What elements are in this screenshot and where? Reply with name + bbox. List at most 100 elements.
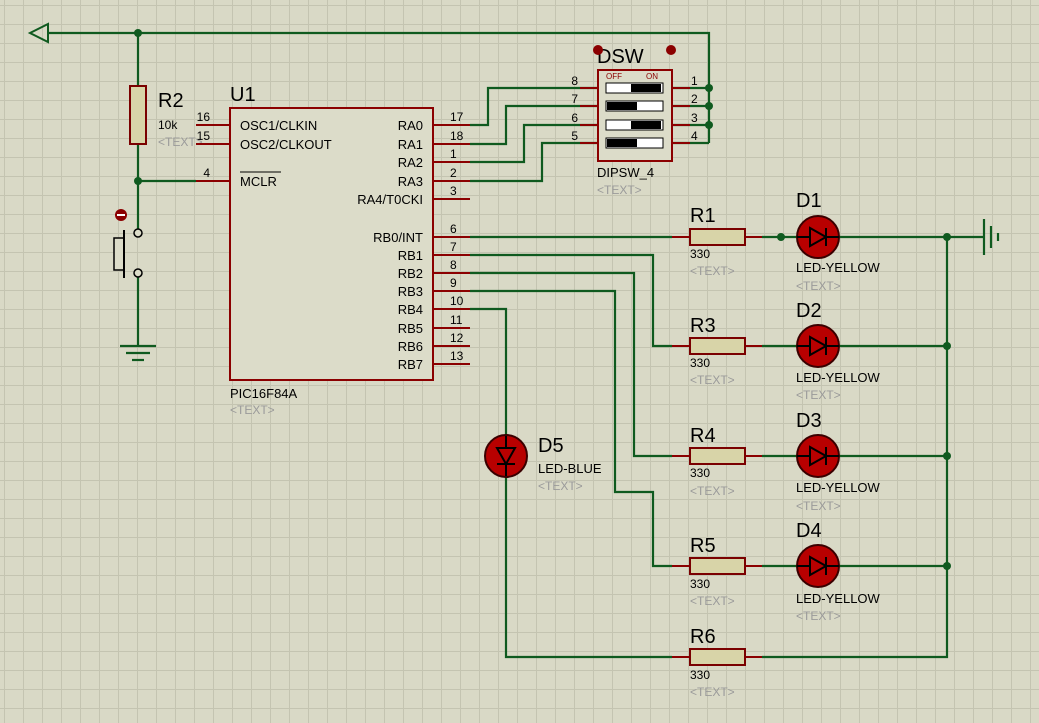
junction-dot — [943, 342, 951, 350]
dsw-switches — [605, 82, 664, 149]
u1-pin-label: RA3 — [398, 174, 423, 189]
resistor-r5[interactable]: R5 330 <TEXT> — [672, 535, 762, 608]
resistor-r6[interactable]: R6 330 <TEXT> — [672, 626, 762, 699]
u1-pin-number: 6 — [450, 222, 457, 236]
r2-value: 10k — [158, 118, 178, 132]
u1-pin-label: RB7 — [398, 357, 423, 372]
r3-value: 330 — [690, 356, 710, 370]
r5-ref: R5 — [690, 535, 716, 557]
u1-pin-label: RB0/INT — [373, 230, 423, 245]
r5-value: 330 — [690, 577, 710, 591]
u1-pin-label: RB6 — [398, 339, 423, 354]
u1-pin-number: 11 — [450, 313, 463, 327]
d5-ref: D5 — [538, 435, 564, 457]
r3-text-placeholder: <TEXT> — [690, 373, 735, 387]
d5-r6-wire — [504, 475, 672, 659]
r4-text-placeholder: <TEXT> — [690, 484, 735, 498]
resistor-r1[interactable]: R1 330 <TEXT> — [672, 205, 762, 278]
d3-text-placeholder: <TEXT> — [796, 499, 841, 513]
rb4-wire — [470, 307, 508, 437]
u1-pin-number: 10 — [450, 294, 464, 308]
u1-pin-label: RB5 — [398, 321, 423, 336]
u1-pin-label: OSC2/CLKOUT — [240, 137, 332, 152]
rb1-wire — [470, 253, 672, 348]
ground-symbol-right-icon — [982, 219, 1000, 255]
junction-dot — [943, 452, 951, 460]
dsw-lever[interactable] — [631, 84, 661, 92]
d2-part: LED-YELLOW — [796, 370, 881, 385]
d4-part: LED-YELLOW — [796, 591, 881, 606]
u1-pin-label: RB3 — [398, 284, 423, 299]
power-terminal-icon — [27, 22, 49, 44]
junction-dot — [134, 177, 142, 185]
dsw-text-placeholder: <TEXT> — [597, 183, 642, 197]
u1-pin-label: RB4 — [398, 302, 423, 317]
resistor-r4[interactable]: R4 330 <TEXT> — [672, 425, 762, 498]
r2-text-placeholder: <TEXT> — [158, 135, 203, 149]
r2-ref: R2 — [158, 90, 184, 112]
led-d1[interactable]: D1 LED-YELLOW <TEXT> — [796, 190, 881, 293]
dsw-lever[interactable] — [631, 121, 661, 129]
d1-part: LED-YELLOW — [796, 260, 881, 275]
dsw-pin-number: 6 — [571, 111, 578, 125]
resistor-r3[interactable]: R3 330 <TEXT> — [672, 315, 762, 387]
wires — [27, 22, 984, 659]
dsw-pin-number: 8 — [571, 74, 578, 88]
d1-text-placeholder: <TEXT> — [796, 279, 841, 293]
junction-dot — [705, 102, 713, 110]
u1-pin-number: 15 — [197, 129, 211, 143]
u1-pin-number: 2 — [450, 166, 457, 180]
junction-dot — [134, 29, 142, 37]
dsw-lever[interactable] — [607, 139, 637, 147]
dsw-marker-icon — [666, 45, 676, 55]
d4-text-placeholder: <TEXT> — [796, 609, 841, 623]
junction-dot — [943, 562, 951, 570]
ic-u1[interactable]: U1 PIC16F84A <TEXT> 16OSC1/CLKIN15OSC2/C… — [196, 84, 470, 417]
dsw-off-label: OFF — [606, 72, 622, 81]
u1-pin-label: MCLR — [240, 174, 277, 189]
u1-pin-label: RA1 — [398, 137, 423, 152]
r1-ref: R1 — [690, 205, 716, 227]
dsw-marker-icon — [593, 45, 603, 55]
r4-ref: R4 — [690, 425, 716, 447]
u1-pin-number: 1 — [450, 147, 457, 161]
r5-text-placeholder: <TEXT> — [690, 594, 735, 608]
u1-pin-label: RA4/T0CKI — [357, 192, 423, 207]
u1-pin-number: 12 — [450, 331, 464, 345]
r1-text-placeholder: <TEXT> — [690, 264, 735, 278]
dsw-part: DIPSW_4 — [597, 165, 654, 180]
d3-ref: D3 — [796, 410, 822, 432]
junction-dot — [705, 121, 713, 129]
u1-pin-number: 16 — [197, 110, 211, 124]
r6-value: 330 — [690, 668, 710, 682]
u1-pin-label: OSC1/CLKIN — [240, 118, 317, 133]
dsw-on-label: ON — [646, 72, 658, 81]
d2-text-placeholder: <TEXT> — [796, 388, 841, 402]
r1-value: 330 — [690, 247, 710, 261]
u1-right-pins: 17RA018RA11RA22RA33RA4/T0CKI6RB0/INT7RB1… — [357, 110, 470, 372]
u1-pin-number: 13 — [450, 349, 464, 363]
u1-pin-number: 9 — [450, 276, 457, 290]
resistor-r2[interactable]: R2 10k <TEXT> — [129, 85, 203, 149]
ra2-wire — [470, 123, 598, 164]
led-d4[interactable]: D4 LED-YELLOW <TEXT> — [796, 520, 881, 623]
ra3-wire — [470, 141, 598, 183]
d4-ref: D4 — [796, 520, 822, 542]
dsw-ref: DSW — [597, 46, 644, 68]
junction-dots — [134, 29, 951, 570]
led-d3[interactable]: D3 LED-YELLOW <TEXT> — [796, 410, 881, 513]
d5-part: LED-BLUE — [538, 461, 602, 476]
dsw-pin-number: 7 — [571, 92, 578, 106]
dsw-pin-number: 2 — [691, 92, 698, 106]
dsw-pin-number: 4 — [691, 129, 698, 143]
dsw-lever[interactable] — [607, 102, 637, 110]
junction-dot — [943, 233, 951, 241]
u1-pin-number: 18 — [450, 129, 464, 143]
led-d2[interactable]: D2 LED-YELLOW <TEXT> — [796, 300, 881, 402]
led-d5[interactable]: D5 LED-BLUE <TEXT> — [484, 434, 602, 493]
dsw-pin-number: 1 — [691, 74, 698, 88]
reset-pushbutton[interactable] — [113, 209, 143, 278]
d2-ref: D2 — [796, 300, 822, 322]
